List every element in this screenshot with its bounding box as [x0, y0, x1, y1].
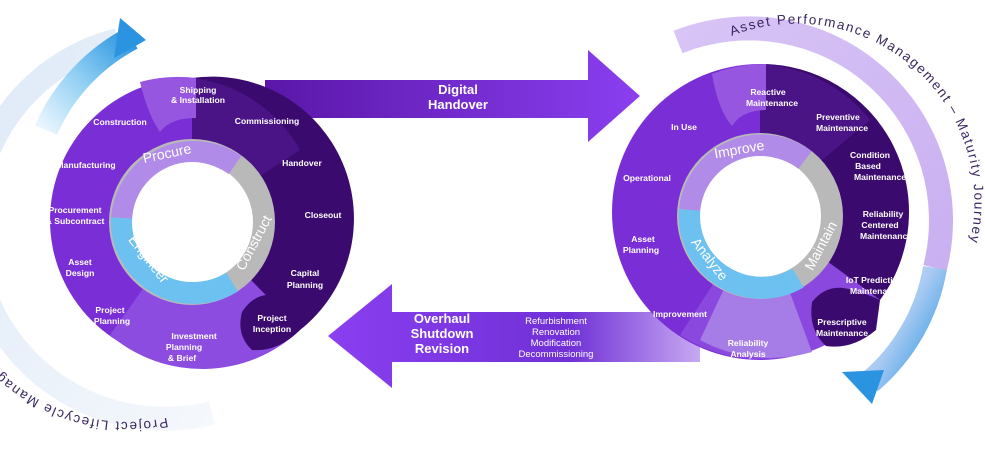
- stage-closeout: Closeout: [305, 210, 342, 220]
- stage-planning-2: Planning: [94, 316, 130, 326]
- left-stage-labels: Shipping & Installation Commissioning Ha…: [46, 85, 342, 363]
- stage-capital-1: Capital: [291, 268, 320, 278]
- stage-manufacturing: Manufacturing: [56, 160, 115, 170]
- stage-capital-2: Planning: [287, 280, 323, 290]
- stage-reactive-1: Reactive: [750, 87, 786, 97]
- left-cycle: Procure Construct Engineer: [50, 76, 354, 370]
- stage-asset-planning-1: Asset: [631, 234, 655, 244]
- stage-condition-3: Maintenance: [854, 172, 906, 182]
- stage-iot-2: Maintenance: [850, 286, 902, 296]
- stage-rel-analysis-1: Reliability: [728, 338, 769, 348]
- stage-prescriptive-2: Maintenance: [816, 328, 868, 338]
- stage-shipping-1: Shipping: [180, 85, 217, 95]
- digital-handover-arrow: [265, 50, 640, 142]
- stage-preventive-1: Preventive: [816, 112, 860, 122]
- stage-improvement: Improvement: [653, 309, 707, 319]
- stage-condition-2: Based: [855, 161, 881, 171]
- overhaul-title-3: Revision: [415, 341, 469, 356]
- right-arc-arrowhead: [842, 370, 884, 404]
- stage-inception-1: Project: [257, 313, 286, 323]
- stage-preventive-2: Maintenance: [816, 123, 868, 133]
- stage-procurement-1: Procurement: [48, 205, 101, 215]
- left-arc-arrowhead: [114, 18, 146, 58]
- stage-asset-planning-2: Planning: [623, 245, 659, 255]
- overhaul-arrow: [328, 284, 700, 388]
- stage-rc-2: Centered: [861, 220, 898, 230]
- stage-asset-design-2: Design: [66, 268, 95, 278]
- stage-inception-2: Inception: [253, 324, 291, 334]
- stage-rc-3: Maintenance: [860, 231, 912, 241]
- overhaul-item-decommissioning: Decommissioning: [519, 349, 594, 360]
- digital-handover-line1: Digital: [438, 82, 478, 97]
- overhaul-title-1: Overhaul: [414, 311, 470, 326]
- stage-investment-1: Investment: [171, 331, 217, 341]
- stage-asset-design-1: Asset: [68, 257, 92, 267]
- right-cycle: Improve Maintain Analyze: [612, 63, 910, 360]
- left-outer-arc: [0, 18, 215, 431]
- stage-iot-1: IoT Predictive: [846, 275, 903, 285]
- stage-shipping-2: & Installation: [171, 95, 225, 105]
- right-stage-labels: Reactive Maintenance Preventive Maintena…: [623, 87, 912, 359]
- stage-operational: Operational: [623, 173, 671, 183]
- stage-construction: Construction: [93, 117, 146, 127]
- overhaul-item-renovation: Renovation: [532, 327, 580, 338]
- stage-procurement-2: & Subcontract: [46, 216, 105, 226]
- stage-rc-1: Reliability: [863, 209, 904, 219]
- stage-prescriptive-1: Prescriptive: [817, 317, 866, 327]
- stage-in-use: In Use: [671, 122, 697, 132]
- stage-handover: Handover: [282, 158, 322, 168]
- digital-handover-line2: Handover: [428, 97, 488, 112]
- stage-commissioning: Commissioning: [235, 116, 299, 126]
- stage-investment-2: Planning: [166, 342, 202, 352]
- stage-investment-3: & Brief: [168, 353, 196, 363]
- overhaul-item-modification: Modification: [531, 338, 582, 349]
- stage-reactive-2: Maintenance: [746, 98, 798, 108]
- overhaul-item-refurbishment: Refurbishment: [525, 316, 587, 327]
- stage-condition-1: Condition: [850, 150, 890, 160]
- overhaul-title-2: Shutdown: [411, 326, 474, 341]
- stage-rel-analysis-2: Analysis: [730, 349, 766, 359]
- right-outer-arc: [673, 16, 953, 404]
- stage-planning-1: Project: [95, 305, 124, 315]
